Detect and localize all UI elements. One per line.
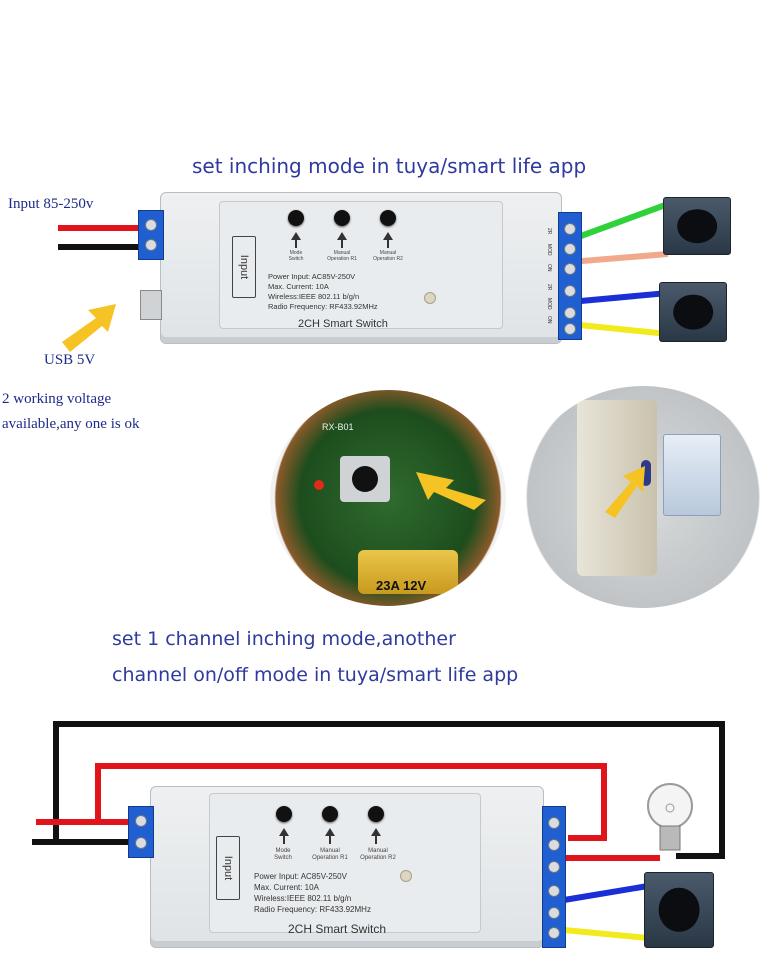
pcb-led: [314, 480, 324, 490]
arrow-up-icon: [371, 828, 381, 836]
spec-power-top: Power Input: AC85V-250V: [268, 272, 356, 281]
status-led-bottom: [400, 870, 412, 882]
external-push-button-2: [659, 282, 727, 342]
working-voltage-note-line1: 2 working voltage: [2, 391, 112, 407]
battery-label: 23A 12V: [376, 578, 427, 593]
smart-switch-module-bottom: [150, 786, 544, 948]
arrow-up-icon: [383, 232, 393, 240]
spec-rf-bottom: Radio Frequency: RF433.92MHz: [254, 905, 371, 914]
device-buttons: [641, 460, 651, 486]
usb-note: USB 5V: [44, 352, 96, 368]
remote-pcb-photo: 23A 12V RX-B01: [270, 390, 506, 606]
caption-middle-line2: channel on/off mode in tuya/smart life a…: [112, 664, 519, 686]
input-label-box-top: Input: [232, 236, 256, 298]
mini-module: [663, 434, 721, 516]
external-push-button-bottom: [644, 872, 714, 948]
arrow-up-icon: [337, 232, 347, 240]
board-label: RX-B01: [322, 422, 354, 432]
model-name-top: 2CH Smart Switch: [298, 318, 388, 330]
smart-switch-module-top: [160, 192, 562, 344]
pcb-push-button: [340, 456, 390, 502]
mode-switch-label-bottom: Mode Switch: [274, 848, 292, 861]
arrow-up-icon: [291, 232, 301, 240]
spec-current-top: Max. Current: 10A: [268, 282, 329, 291]
mode-switch-label-top: Mode Switch: [288, 250, 304, 262]
status-led-top: [424, 292, 436, 304]
battery: [358, 550, 458, 594]
yellow-arrow-icon: [605, 466, 645, 518]
output-terminal-top: [558, 212, 582, 340]
mode-switch-button-top[interactable]: [288, 210, 304, 226]
manual-r2-label-top: Manual Operation R2: [373, 250, 403, 262]
spec-wireless-bottom: Wireless:IEEE 802.11 b/g/n: [254, 894, 352, 903]
usb-port-top: [140, 290, 162, 320]
manual-r2-button-top[interactable]: [380, 210, 396, 226]
caption-top: set inching mode in tuya/smart life app: [192, 154, 587, 178]
input-terminal-top: [138, 210, 164, 260]
manual-r1-button-bottom[interactable]: [322, 806, 338, 822]
manual-r2-label-bottom: Manual Operation R2: [360, 848, 396, 861]
working-voltage-note-line2: available,any one is ok: [2, 416, 140, 432]
manual-r2-button-bottom[interactable]: [368, 806, 384, 822]
input-label-box-bottom: Input: [216, 836, 240, 900]
external-push-button-1: [663, 197, 731, 255]
input-label-bottom: Input: [222, 855, 234, 881]
wall-device-photo: [521, 386, 765, 608]
model-name-bottom: 2CH Smart Switch: [288, 922, 387, 936]
manual-r1-button-top[interactable]: [334, 210, 350, 226]
spec-rf-top: Radio Frequency: RF433.92MHz: [268, 302, 378, 311]
spec-wireless-top: Wireless:IEEE 802.11 b/g/n: [268, 292, 360, 301]
arrow-up-icon: [325, 828, 335, 836]
wall-device-body: [577, 400, 657, 576]
manual-r1-label-bottom: Manual Operation R1: [312, 848, 348, 861]
input-voltage-note: Input 85-250v: [8, 196, 94, 212]
mode-switch-button-bottom[interactable]: [276, 806, 292, 822]
input-terminal-bottom: [128, 806, 154, 858]
output-terminal-bottom: [542, 806, 566, 948]
yellow-arrow-icon: [416, 472, 486, 510]
manual-r1-label-top: Manual Operation R1: [327, 250, 357, 262]
spec-power-bottom: Power Input: AC85V-250V: [254, 872, 347, 881]
spec-current-bottom: Max. Current: 10A: [254, 883, 319, 892]
arrow-up-icon: [279, 828, 289, 836]
caption-middle-line1: set 1 channel inching mode,another: [112, 628, 456, 650]
